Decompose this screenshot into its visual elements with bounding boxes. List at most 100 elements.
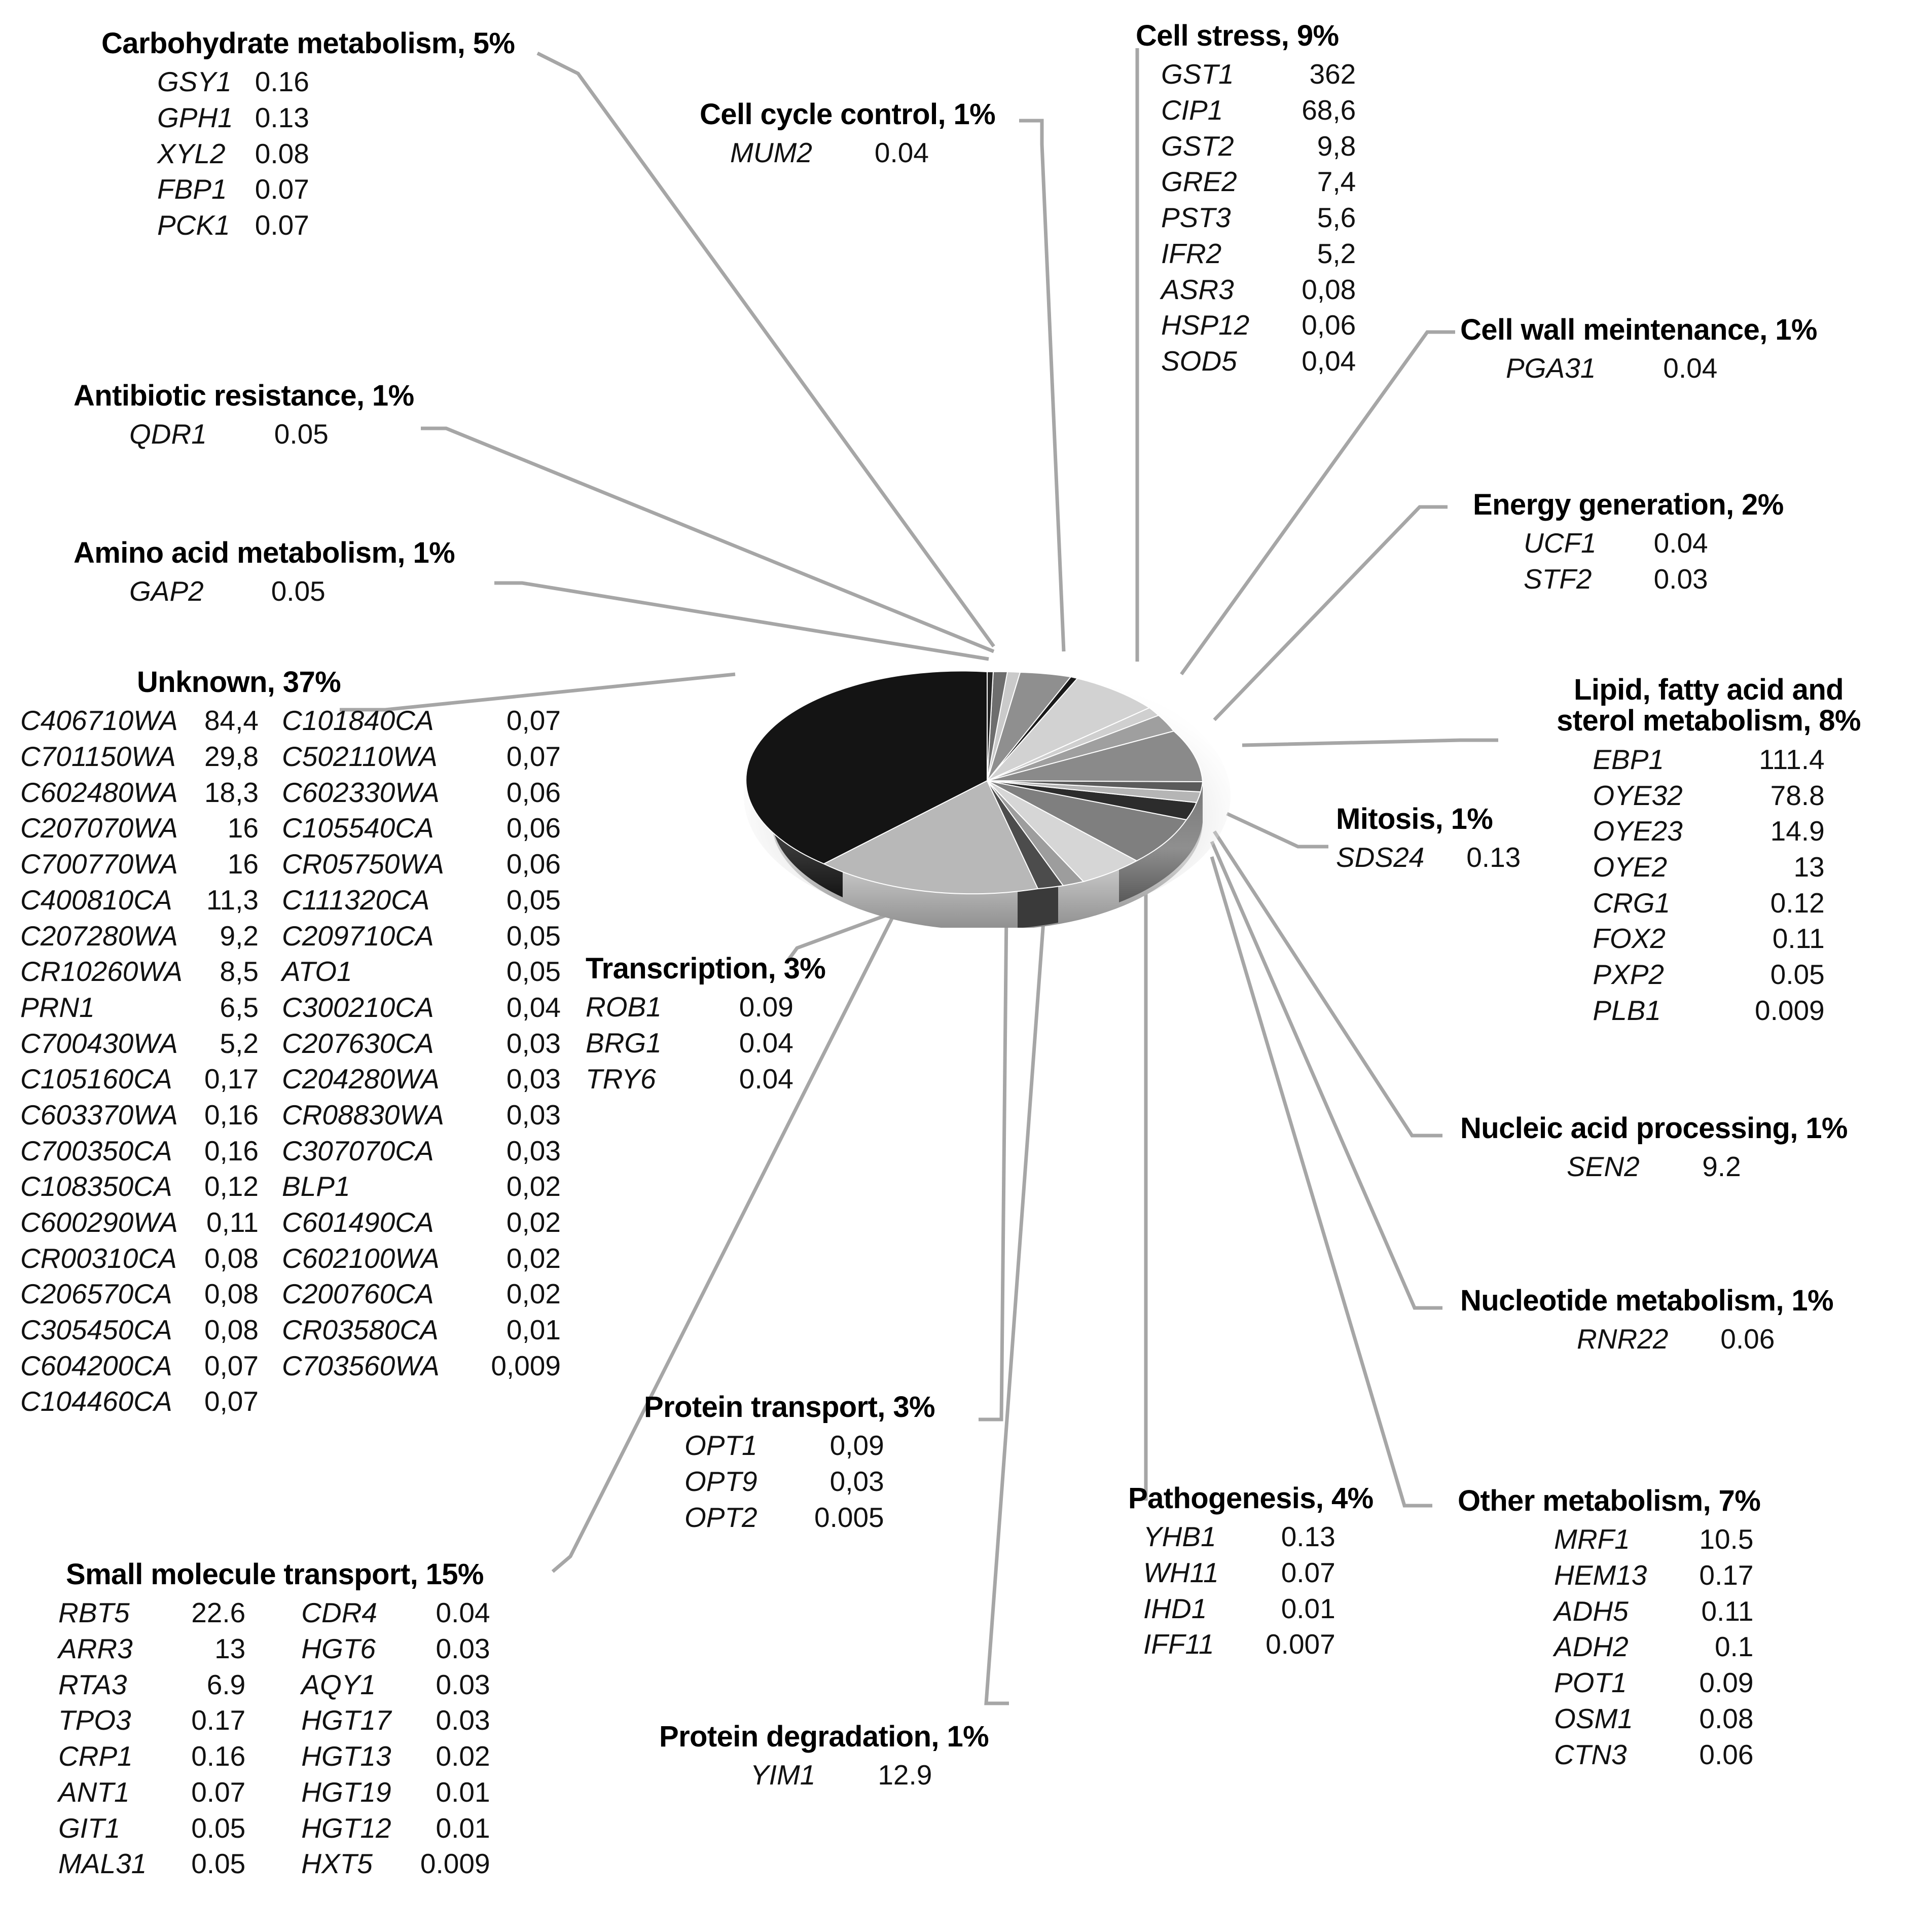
column-gap <box>259 739 282 775</box>
gene-name: YIM1 <box>750 1759 816 1791</box>
gene-name: C305450CA <box>20 1314 172 1345</box>
column-gap <box>259 990 282 1026</box>
gene-name: GAP2 <box>129 575 204 607</box>
gene-name: GST1 <box>1161 58 1234 90</box>
category-title: Pathogenesis, 4% <box>1128 1482 1374 1515</box>
column-gap <box>245 1738 301 1774</box>
column-gap <box>245 1667 301 1703</box>
gene-value: 0,09 <box>829 1430 884 1462</box>
gene-value: 0,08 <box>1302 273 1356 305</box>
gene-value: 0.03 <box>436 1668 490 1700</box>
gene-value: 14.9 <box>1770 815 1825 847</box>
column-gap <box>259 954 282 990</box>
gene-name: OSM1 <box>1554 1702 1633 1734</box>
gene-name: CRP1 <box>58 1740 133 1772</box>
column-gap <box>259 810 282 846</box>
gene-name: OYE2 <box>1593 851 1668 883</box>
gene-name: WH11 <box>1143 1557 1219 1589</box>
gene-value: 0,17 <box>204 1063 259 1095</box>
gene-row: UCF1 0.04 <box>1473 525 1708 561</box>
column-gap <box>259 1097 282 1133</box>
column-gap <box>245 1595 301 1631</box>
gene-name: PXP2 <box>1593 958 1664 990</box>
gene-name: BRG1 <box>586 1027 662 1059</box>
gene-name: C603370WA <box>20 1099 178 1131</box>
pie-svg <box>744 665 1231 928</box>
gene-name: IFF11 <box>1143 1628 1214 1660</box>
gene-value: 16 <box>227 848 259 880</box>
gene-value: 0,03 <box>506 1063 561 1095</box>
column-gap <box>259 918 282 954</box>
gene-name: ASR3 <box>1161 273 1234 305</box>
gene-value: 5,6 <box>1317 202 1356 234</box>
gene-value: 16 <box>227 812 259 844</box>
gene-value: 0,009 <box>491 1350 561 1381</box>
gene-value: 0.07 <box>191 1776 246 1808</box>
gene-value: 0.06 <box>1720 1323 1775 1355</box>
gene-name: XYL2 <box>157 137 226 169</box>
gene-value: 9,8 <box>1317 130 1356 162</box>
gene-value: 0,08 <box>204 1314 259 1345</box>
gene-value: 9.2 <box>1702 1151 1741 1183</box>
pie-chart <box>734 644 1246 928</box>
gene-name: C502110WA <box>281 741 438 773</box>
gene-name: IFR2 <box>1161 237 1222 269</box>
gene-name: CR10260WA <box>20 956 183 988</box>
gene-value: 13 <box>1793 851 1825 883</box>
column-gap <box>259 1169 282 1205</box>
category-title: Nucleotide metabolism, 1% <box>1460 1284 1834 1317</box>
gene-name: CR08830WA <box>281 1099 444 1131</box>
gene-name: C701150WA <box>20 741 176 773</box>
gene-name: CR03580CA <box>281 1314 439 1345</box>
gene-value: 0,05 <box>506 920 561 952</box>
gene-name: C101840CA <box>281 705 434 737</box>
gene-value: 0.03 <box>1653 563 1708 595</box>
column-gap <box>259 1026 282 1062</box>
gene-value: 0.17 <box>191 1704 246 1736</box>
column-gap <box>259 882 282 918</box>
gene-value: 78.8 <box>1770 779 1825 811</box>
column-gap <box>259 1205 282 1241</box>
gene-name: UCF1 <box>1524 527 1597 559</box>
column-gap <box>259 1133 282 1169</box>
gene-value: 0,05 <box>506 956 561 988</box>
category-title: Small molecule transport, 15% <box>66 1558 484 1591</box>
gene-name: GST2 <box>1161 130 1234 162</box>
gene-name: HEM13 <box>1554 1559 1647 1591</box>
column-gap <box>245 1846 301 1882</box>
gene-name: C206570CA <box>20 1278 172 1310</box>
gene-value: 0.04 <box>1653 527 1708 559</box>
gene-value: 0.04 <box>739 1027 793 1059</box>
gene-value: 18,3 <box>204 776 259 808</box>
category-title: Cell cycle control, 1% <box>700 98 996 131</box>
column-gap <box>259 1241 282 1277</box>
gene-value: 9,2 <box>220 920 259 952</box>
gene-name: C406710WA <box>20 705 178 737</box>
